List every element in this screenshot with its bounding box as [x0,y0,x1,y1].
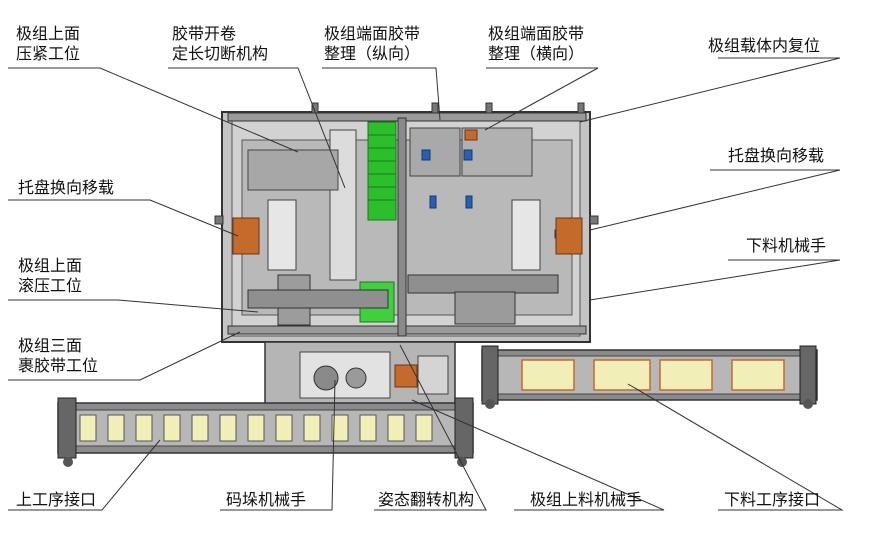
label-line: 极组载体内复位 [708,36,821,55]
label-three-side-tape: 极组三面 裹胶带工位 [18,336,98,376]
label-upstream-interface: 上工序接口 [16,490,96,510]
label-unload-robot: 下料机械手 [746,236,826,256]
label-line: 整理（横向） [488,44,585,63]
label-line: 胶带开卷 [172,24,237,43]
label-stacking-robot: 码垛机械手 [226,490,306,510]
label-posture-flip: 姿态翻转机构 [378,490,474,510]
downstream-conveyor [481,345,818,409]
label-tape-cutting: 胶带开卷 定长切断机构 [172,24,268,64]
label-downstream-interface: 下料工序接口 [724,490,820,510]
label-line: 极组端面胶带 [324,24,421,43]
label-line: 极组端面胶带 [488,24,585,43]
green-tape-module [367,121,397,221]
label-line: 极组上料机械手 [530,490,643,509]
label-line: 滚压工位 [18,276,83,295]
label-top-roll-press: 极组上面 滚压工位 [18,256,82,296]
label-top-left-press: 极组上面 压紧工位 [16,24,80,64]
label-line: 上工序接口 [16,490,97,509]
label-load-robot: 极组上料机械手 [530,490,642,510]
label-line: 极组上面 [18,256,83,275]
label-line: 裹胶带工位 [18,356,99,375]
label-end-tape-horizontal: 极组端面胶带 整理（横向） [488,24,584,64]
leader-lines [8,57,844,511]
label-line: 下料工序接口 [724,490,821,509]
label-line: 托盘换向移载 [18,178,115,197]
flip-station [264,341,456,405]
label-carrier-reset: 极组载体内复位 [708,36,820,56]
label-tray-turn-left: 托盘换向移载 [18,178,114,198]
main-machine [214,102,599,343]
label-line: 托盘换向移载 [728,146,825,165]
label-line: 整理（纵向） [324,44,421,63]
label-line: 下料机械手 [746,236,827,255]
label-line: 定长切断机构 [172,44,269,63]
label-line: 姿态翻转机构 [378,490,475,509]
upstream-conveyor [57,397,474,467]
label-line: 压紧工位 [16,44,81,63]
label-line: 极组上面 [16,24,81,43]
label-line: 码垛机械手 [226,490,307,509]
label-end-tape-vertical: 极组端面胶带 整理（纵向） [324,24,420,64]
label-tray-turn-right: 托盘换向移载 [728,146,824,166]
label-line: 极组三面 [18,336,83,355]
